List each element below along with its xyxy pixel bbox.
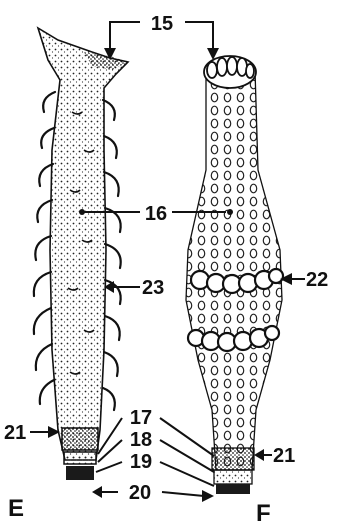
label-20: 20 — [129, 482, 151, 504]
specimen-e — [34, 28, 128, 480]
specimen-f-point-16 — [227, 209, 233, 215]
label-15: 15 — [151, 13, 173, 35]
label-21-right: 21 — [273, 445, 295, 467]
label-17: 17 — [130, 407, 152, 429]
specimen-e-base-foot — [66, 466, 94, 480]
label-22: 22 — [306, 269, 328, 291]
specimen-e-base-lower — [64, 452, 96, 464]
panel-label-f: F — [256, 500, 271, 525]
label-16: 16 — [145, 203, 167, 225]
panel-label-e: E — [8, 495, 24, 522]
label-19: 19 — [130, 451, 152, 473]
specimen-e-base-upper — [62, 428, 98, 450]
specimen-f-crown — [204, 56, 256, 88]
label-23: 23 — [142, 277, 164, 299]
label-18: 18 — [130, 429, 152, 451]
specimen-f-base — [212, 448, 254, 470]
specimen-f-base-foot — [216, 484, 250, 494]
specimen-f-base-lower — [214, 470, 252, 484]
label-21-left: 21 — [4, 422, 26, 444]
specimen-f — [186, 56, 283, 494]
